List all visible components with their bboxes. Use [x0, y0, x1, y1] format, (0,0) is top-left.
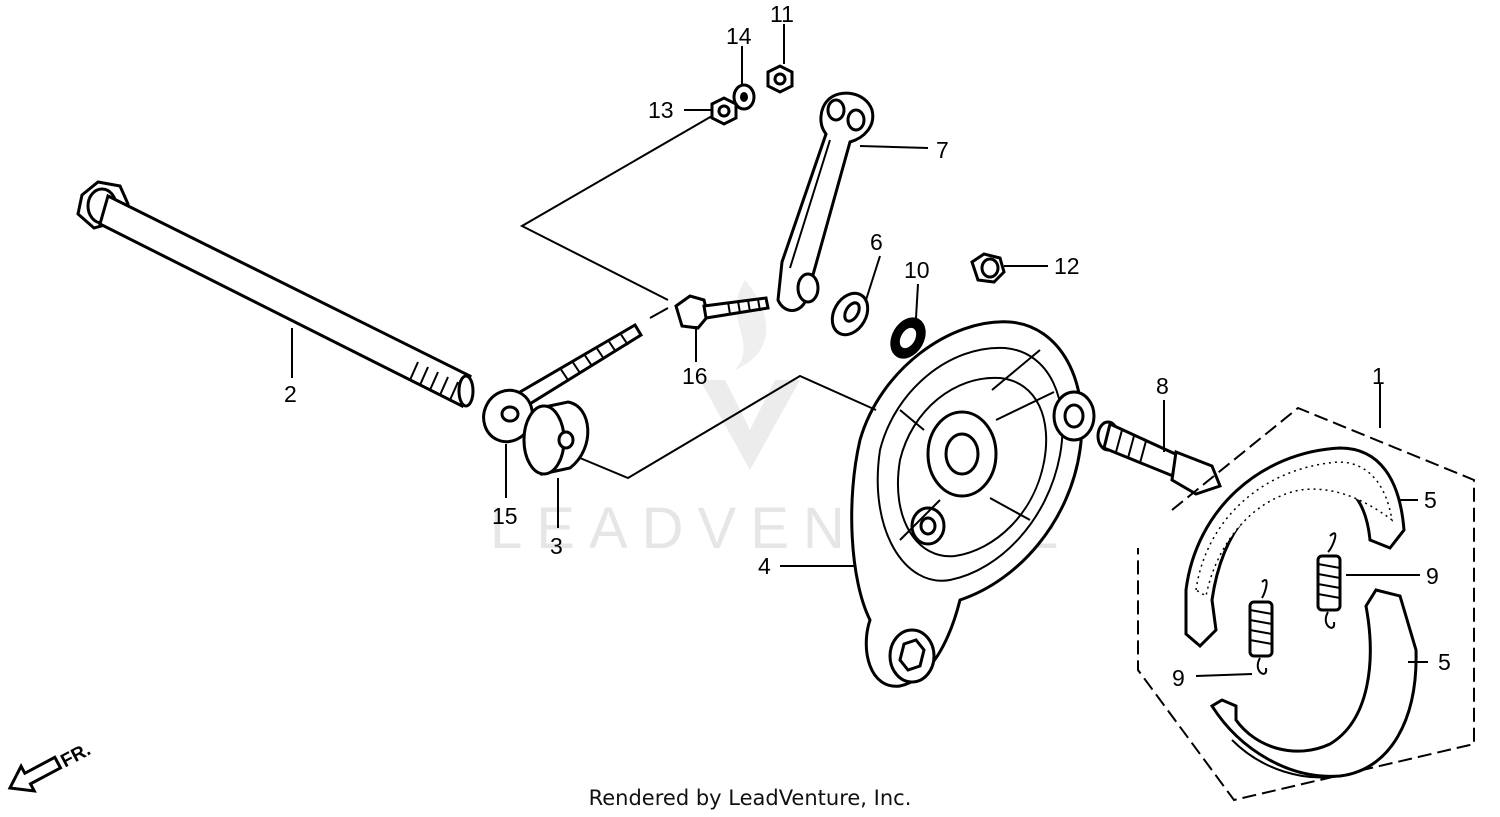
callout-5-lower-shoe: 5: [1438, 649, 1451, 675]
return-spring-part-9b[interactable]: [1248, 579, 1274, 675]
callout-15: 15: [492, 503, 518, 529]
washer-part-14[interactable]: [732, 83, 756, 111]
callout-16: 16: [682, 363, 708, 389]
callout-labels: 1 2 3 4 5 5 6 7 8 9 9 10 11 12 13 14 15 …: [284, 1, 1451, 691]
callout-10: 10: [904, 257, 930, 283]
nut-part-11[interactable]: [766, 64, 794, 94]
callout-12: 12: [1054, 253, 1080, 279]
callout-8: 8: [1156, 373, 1169, 399]
bolt-part-16[interactable]: [674, 294, 770, 330]
callout-9-upper-spring: 9: [1426, 563, 1439, 589]
nut-part-12[interactable]: [970, 252, 1006, 284]
spring-washer-part-6[interactable]: [825, 287, 875, 341]
leader-lines: [291, 24, 1428, 677]
axle-part-2[interactable]: [76, 180, 475, 409]
brake-panel-part-4[interactable]: [850, 320, 1096, 688]
callout-11: 11: [770, 1, 794, 27]
callout-5-upper-shoe: 5: [1424, 487, 1437, 513]
callout-9-lower-spring: 9: [1172, 665, 1185, 691]
callout-13: 13: [648, 97, 674, 123]
callout-7: 7: [936, 137, 949, 163]
brake-rod-part-15[interactable]: [475, 322, 644, 450]
front-label: FR.: [57, 739, 94, 772]
return-spring-part-9[interactable]: [1316, 532, 1342, 629]
callout-1: 1: [1372, 363, 1385, 389]
callout-6: 6: [870, 229, 883, 255]
callout-2: 2: [284, 381, 297, 407]
collar-part-3[interactable]: [522, 400, 590, 476]
seal-part-10[interactable]: [883, 311, 933, 365]
front-arrow-icon: [7, 755, 63, 793]
brake-shoe-set-part-1[interactable]: [1137, 406, 1475, 802]
brake-cam-part-8[interactable]: [1096, 420, 1222, 496]
footer-credit: Rendered by LeadVenture, Inc.: [588, 786, 912, 810]
brake-arm-part-7[interactable]: [776, 91, 875, 312]
callout-14: 14: [726, 23, 752, 49]
nut-part-13[interactable]: [710, 96, 738, 126]
callout-3: 3: [550, 533, 563, 559]
callout-4: 4: [758, 553, 771, 579]
